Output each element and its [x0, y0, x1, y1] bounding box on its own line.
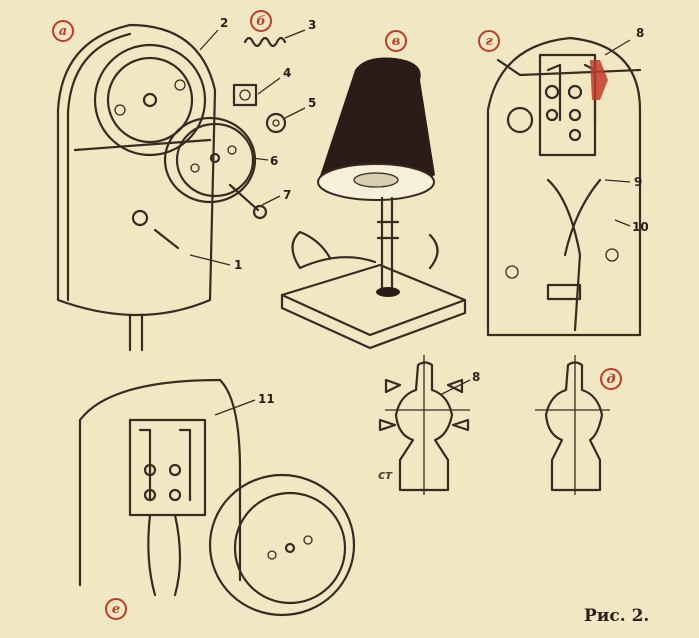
- panel-label-e: е: [105, 598, 127, 620]
- arrow-mark: ст: [378, 468, 393, 482]
- leader-lines: [189, 29, 631, 416]
- part-number-7: 7: [283, 188, 292, 202]
- part-number-1: 1: [234, 258, 243, 272]
- part-number-2: 2: [220, 16, 229, 30]
- part-number-10: 10: [632, 220, 649, 234]
- part-number-11: 11: [258, 392, 275, 406]
- panel-label-d: д: [600, 368, 622, 390]
- socket-assembly-drawing: [78, 378, 356, 617]
- part-number-6: 6: [270, 154, 279, 168]
- panel-label-v: в: [385, 30, 407, 52]
- part-number-8-bottom: 8: [472, 370, 481, 384]
- panel-label-a: а: [52, 20, 74, 42]
- cover-plate-drawing: [163, 116, 268, 220]
- part-number-5: 5: [308, 96, 317, 110]
- socket-housing-drawing: [56, 23, 217, 352]
- spring-and-washers-drawing: [232, 36, 287, 134]
- part-number-9: 9: [634, 175, 643, 189]
- socket-interior-drawing: [486, 36, 642, 337]
- contact-spring-drawings: [378, 355, 610, 495]
- desk-lamp-drawing: [280, 57, 467, 350]
- part-number-4: 4: [283, 66, 292, 80]
- figure-caption: Рис. 2.: [584, 606, 650, 626]
- panel-label-g: г: [478, 30, 500, 52]
- part-number-3: 3: [308, 18, 317, 32]
- part-number-8-top: 8: [636, 26, 645, 40]
- panel-label-b: б: [250, 10, 272, 32]
